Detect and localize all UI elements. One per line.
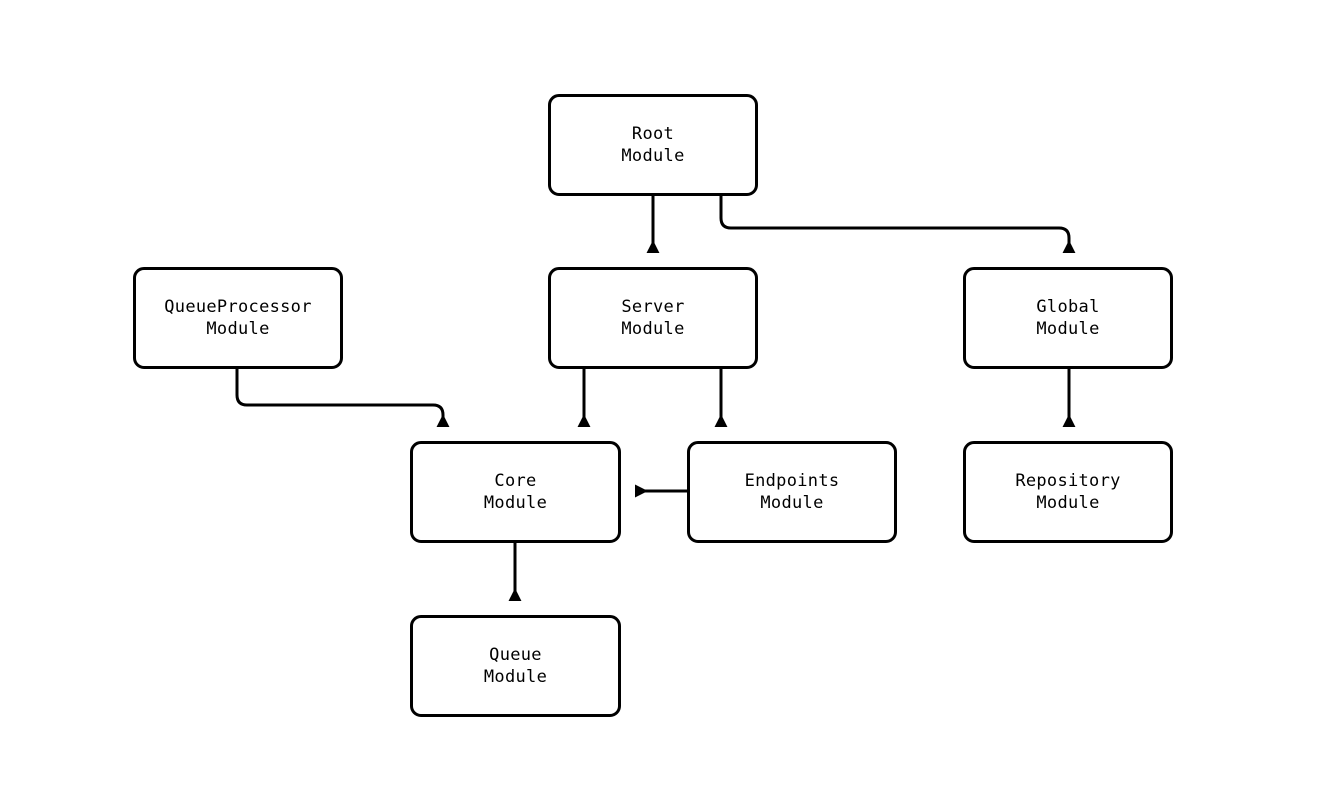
node-server-suffix: Module: [621, 319, 685, 339]
node-root-suffix: Module: [621, 146, 685, 166]
node-root-name: Root: [631, 124, 675, 144]
node-core-suffix: Module: [483, 493, 548, 513]
node-core-name: Core: [494, 471, 537, 491]
edge-queueprocessor-to-core: [235, 369, 450, 428]
node-queueprocessor-name: QueueProcessor: [164, 297, 312, 317]
node-repository-suffix: Module: [1036, 493, 1100, 513]
node-queue-name: Queue: [489, 645, 542, 665]
node-server-name: Server: [621, 297, 685, 317]
node-global-name: Global: [1036, 297, 1100, 317]
node-repository-name: Repository: [1015, 471, 1121, 491]
node-endpoints-name: Endpoints: [744, 471, 840, 491]
node-endpoints-suffix: Module: [760, 493, 824, 513]
node-queueprocessor-suffix: Module: [206, 319, 270, 339]
node-global-suffix: Module: [1036, 319, 1100, 339]
edge-root-to-global: [719, 196, 1076, 254]
node-queue-suffix: Module: [483, 667, 548, 687]
